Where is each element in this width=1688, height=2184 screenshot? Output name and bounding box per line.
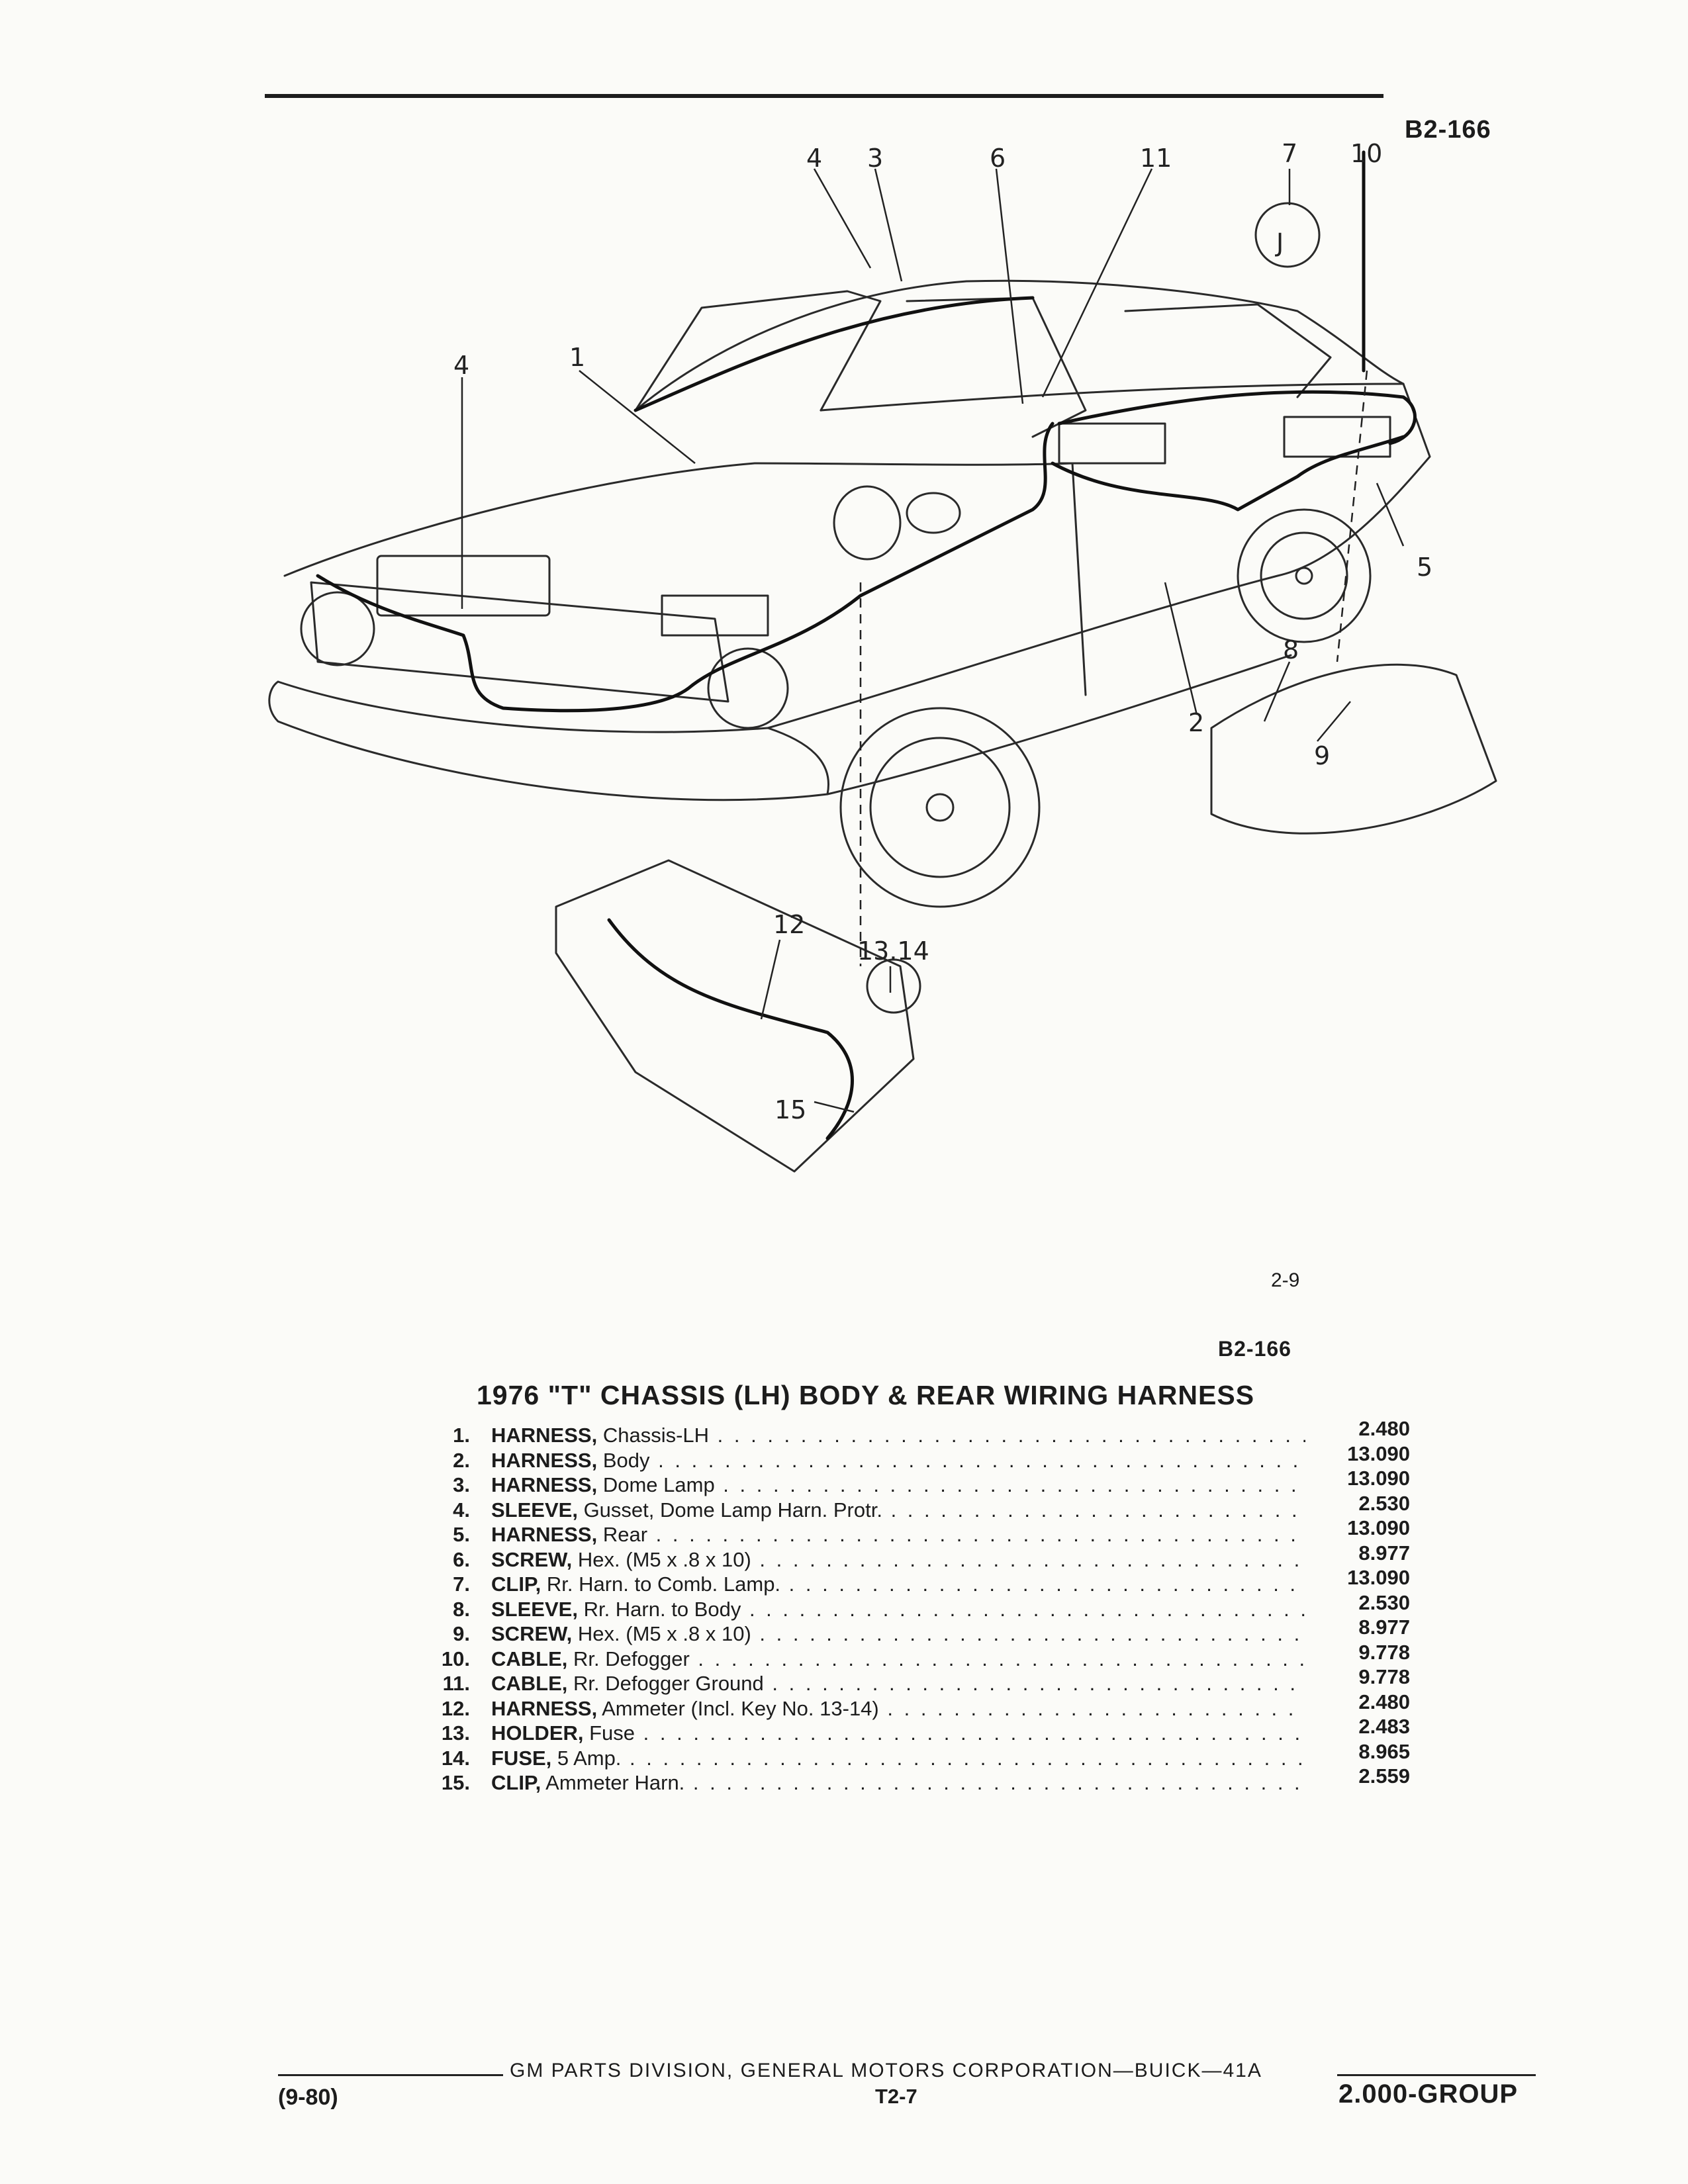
parts-list-item: 9.SCREW, Hex. (M5 x .8 x 10)8.977 <box>424 1615 1410 1647</box>
footer-rule-left <box>278 2074 503 2076</box>
harness-body <box>1051 435 1405 512</box>
callout-13-14: 13.14 <box>857 936 929 966</box>
callout-11: 11 <box>1140 144 1172 173</box>
car-hood <box>283 462 1074 577</box>
harness-ammeter <box>607 918 854 1140</box>
left-headlamp <box>300 591 375 666</box>
car-side-window <box>906 296 1087 438</box>
callout-15: 15 <box>774 1095 806 1124</box>
car-grille <box>310 581 729 703</box>
parts-list-item: 5.HARNESS, Rear13.090 <box>424 1516 1410 1547</box>
rear-combination-lamp-left <box>1058 422 1166 465</box>
figure-code-bottom: B2-166 <box>1218 1337 1291 1361</box>
trunk-inset-outline <box>1210 663 1497 835</box>
parts-list-item: 11.CABLE, Rr. Defogger Ground9.778 <box>424 1665 1410 1696</box>
car-roof-outline <box>634 279 1405 412</box>
parts-list-item: 1.HARNESS, Chassis-LH2.480 <box>424 1417 1410 1448</box>
callout-8: 8 <box>1283 635 1299 664</box>
footer-page-number: T2-7 <box>875 2085 917 2108</box>
callout-1: 1 <box>569 343 585 372</box>
callout-12: 12 <box>773 910 805 939</box>
parts-list-item: 6.SCREW, Hex. (M5 x .8 x 10)8.977 <box>424 1541 1410 1572</box>
callout-3: 3 <box>867 144 883 173</box>
callout-7: 7 <box>1282 139 1297 168</box>
dome-lamp-glyph: J <box>1275 228 1284 257</box>
figure-number: 2-9 <box>1271 1269 1300 1291</box>
dome-lamp-clip-circle <box>1254 202 1321 268</box>
car-side <box>767 383 1431 729</box>
parts-list-item: 14.FUSE, 5 Amp.8.965 <box>424 1740 1410 1771</box>
callout-5: 5 <box>1417 553 1432 582</box>
footer-group: 2.000-GROUP <box>1338 2079 1519 2109</box>
rear-combination-lamp-right <box>1283 416 1391 458</box>
callout-6: 6 <box>990 144 1006 173</box>
callout-2: 2 <box>1188 708 1204 737</box>
figure-code-top: B2-166 <box>1405 116 1491 144</box>
car-windshield <box>634 290 882 412</box>
car-rear-window <box>1124 303 1332 398</box>
top-rule <box>265 94 1383 98</box>
parts-list-item: 15.CLIP, Ammeter Harn.2.559 <box>424 1764 1410 1796</box>
car-door-line <box>1071 462 1087 696</box>
footer-date: (9-80) <box>278 2085 338 2110</box>
harness-rear <box>1057 390 1417 445</box>
parts-list-title: 1976 "T" CHASSIS (LH) BODY & REAR WIRING… <box>477 1380 1255 1410</box>
parts-list-item: 13.HOLDER, Fuse2.483 <box>424 1715 1410 1746</box>
parts-list-item: 2.HARNESS, Body13.090 <box>424 1442 1410 1473</box>
battery <box>376 555 551 617</box>
car-beltline <box>820 383 1405 412</box>
footer-rule-right <box>1337 2074 1536 2076</box>
parts-list-item: 8.SLEEVE, Rr. Harn. to Body2.530 <box>424 1591 1410 1622</box>
callout-4-left: 4 <box>453 351 469 380</box>
parts-list-item: 7.CLIP, Rr. Harn. to Comb. Lamp.13.090 <box>424 1566 1410 1597</box>
parts-list-item: 3.HARNESS, Dome Lamp13.090 <box>424 1467 1410 1498</box>
rear-right-wheel <box>1237 508 1372 643</box>
parts-list-item: 12.HARNESS, Ammeter (Incl. Key No. 13-14… <box>424 1690 1410 1721</box>
parts-list: 1.HARNESS, Chassis-LH2.480 2.HARNESS, Bo… <box>424 1417 1410 1796</box>
callout-10: 10 <box>1350 139 1382 168</box>
harness-dome-lamp <box>633 296 1035 412</box>
callout-4-top: 4 <box>806 144 822 173</box>
engine-inset-outline <box>555 859 915 1173</box>
car-rocker <box>826 654 1292 796</box>
harness-chassis-lh <box>316 422 1055 713</box>
car-front-bumper <box>268 680 829 801</box>
right-headlamp <box>707 647 789 729</box>
callout-9: 9 <box>1314 741 1330 770</box>
parts-list-item: 10.CABLE, Rr. Defogger9.778 <box>424 1641 1410 1672</box>
footer-publisher: GM PARTS DIVISION, GENERAL MOTORS CORPOR… <box>510 2060 1262 2081</box>
parts-list-item: 4.SLEEVE, Gusset, Dome Lamp Harn. Protr.… <box>424 1492 1410 1523</box>
front-right-wheel <box>839 707 1041 908</box>
